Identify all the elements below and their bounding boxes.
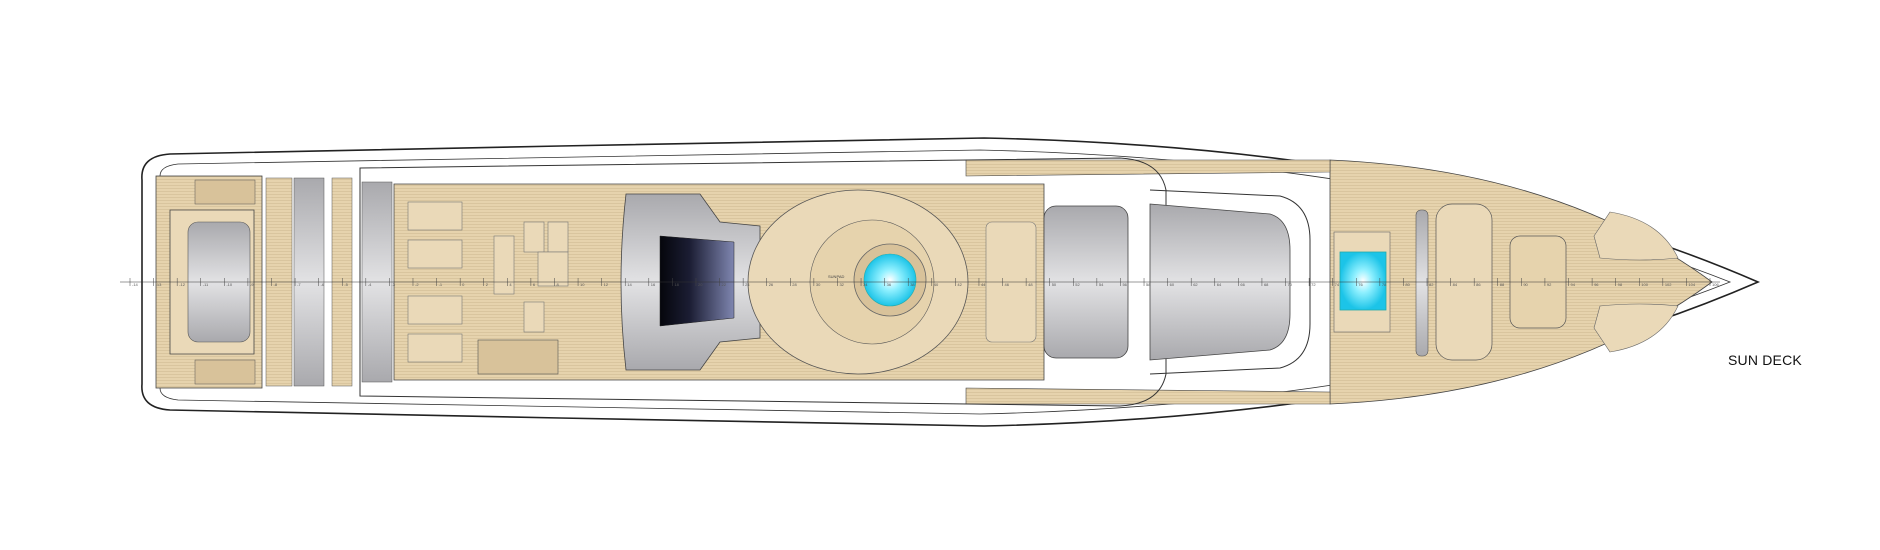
frame-number: 66 xyxy=(1240,282,1245,287)
frame-number: 52 xyxy=(1075,282,1080,287)
sunbed-bow-starboard xyxy=(1593,303,1679,353)
frame-number: 8 xyxy=(556,282,559,287)
frame-number: -2 xyxy=(415,282,419,287)
sunpad-label: SUNPAD xyxy=(828,274,844,279)
frame-number: -12 xyxy=(179,282,186,287)
frame-number: 2 xyxy=(486,282,489,287)
frame-number: 38 xyxy=(910,282,915,287)
frame-number: 20 xyxy=(698,282,703,287)
frame-number: 50 xyxy=(1052,282,1057,287)
frame-number: 64 xyxy=(1217,282,1222,287)
frame-number: 18 xyxy=(674,282,679,287)
sunbeds xyxy=(407,201,569,363)
frame-number: -9 xyxy=(250,282,254,287)
frame-number: -8 xyxy=(273,282,277,287)
frame-number: 104 xyxy=(1688,282,1695,287)
frame-number: 82 xyxy=(1429,282,1434,287)
frame-number: -1 xyxy=(439,282,443,287)
frame-number: 86 xyxy=(1476,282,1481,287)
frame-number: 48 xyxy=(1028,282,1033,287)
side-deck-port xyxy=(965,159,1331,177)
frame-number: 70 xyxy=(1288,282,1293,287)
frame-number: 28 xyxy=(792,282,797,287)
frame-number: 16 xyxy=(651,282,656,287)
frame-number: 34 xyxy=(863,282,868,287)
frame-number: 22 xyxy=(722,282,727,287)
frame-number: 78 xyxy=(1382,282,1387,287)
deck-title: SUN DECK xyxy=(1728,352,1802,368)
frame-number: 80 xyxy=(1405,282,1410,287)
hull-inner-line xyxy=(159,149,1732,415)
frame-number: 74 xyxy=(1335,282,1340,287)
frame-number: 84 xyxy=(1453,282,1458,287)
frame-number: 96 xyxy=(1594,282,1599,287)
frame-number: 24 xyxy=(745,282,750,287)
frame-number: 76 xyxy=(1358,282,1363,287)
pool xyxy=(1339,251,1387,311)
frame-number: 42 xyxy=(957,282,962,287)
frame-number: 98 xyxy=(1618,282,1623,287)
stairs-center xyxy=(477,339,559,375)
frame-number: -13 xyxy=(156,282,163,287)
frame-number: 90 xyxy=(1523,282,1528,287)
frame-number: 54 xyxy=(1099,282,1104,287)
frame-number: 46 xyxy=(1005,282,1010,287)
frame-number: -7 xyxy=(297,282,301,287)
frame-number: 88 xyxy=(1500,282,1505,287)
skylight-dark xyxy=(659,235,735,327)
frame-number: 12 xyxy=(604,282,609,287)
frame-number: 92 xyxy=(1547,282,1552,287)
frame-number: 94 xyxy=(1571,282,1576,287)
frame-number: -11 xyxy=(203,282,209,287)
frame-number: -4 xyxy=(368,282,372,287)
frame-number: 36 xyxy=(887,282,892,287)
superstructure-outline xyxy=(359,157,1167,407)
frame-number: 26 xyxy=(769,282,774,287)
frame-number: 102 xyxy=(1665,282,1672,287)
aft-stairs-starboard xyxy=(194,359,256,385)
frame-number: 30 xyxy=(816,282,821,287)
frame-number: 100 xyxy=(1641,282,1648,287)
frame-number: -14 xyxy=(132,282,139,287)
frame-number: 62 xyxy=(1193,282,1198,287)
frame-number: 40 xyxy=(934,282,939,287)
frame-number: 6 xyxy=(533,282,536,287)
frame-number: 72 xyxy=(1311,282,1316,287)
frame-number: 60 xyxy=(1170,282,1175,287)
frame-number: 0 xyxy=(462,282,465,287)
frame-number: -3 xyxy=(391,282,395,287)
frame-number: 106 xyxy=(1712,282,1719,287)
frame-number: 44 xyxy=(981,282,986,287)
frame-number: -5 xyxy=(344,282,348,287)
frame-number: 14 xyxy=(627,282,632,287)
frame-number: 68 xyxy=(1264,282,1269,287)
frame-number: 32 xyxy=(839,282,844,287)
frame-number: 10 xyxy=(580,282,585,287)
side-deck-starboard xyxy=(965,387,1331,405)
frame-number: 58 xyxy=(1146,282,1151,287)
aft-stairs-port xyxy=(194,179,256,205)
frame-number: -6 xyxy=(321,282,325,287)
sunbed-bow-port xyxy=(1593,211,1679,261)
frame-number: 4 xyxy=(509,282,512,287)
jacuzzi-round xyxy=(863,253,917,307)
frame-number: 56 xyxy=(1122,282,1127,287)
forward-glass xyxy=(1415,209,1429,357)
frame-number: -10 xyxy=(226,282,233,287)
